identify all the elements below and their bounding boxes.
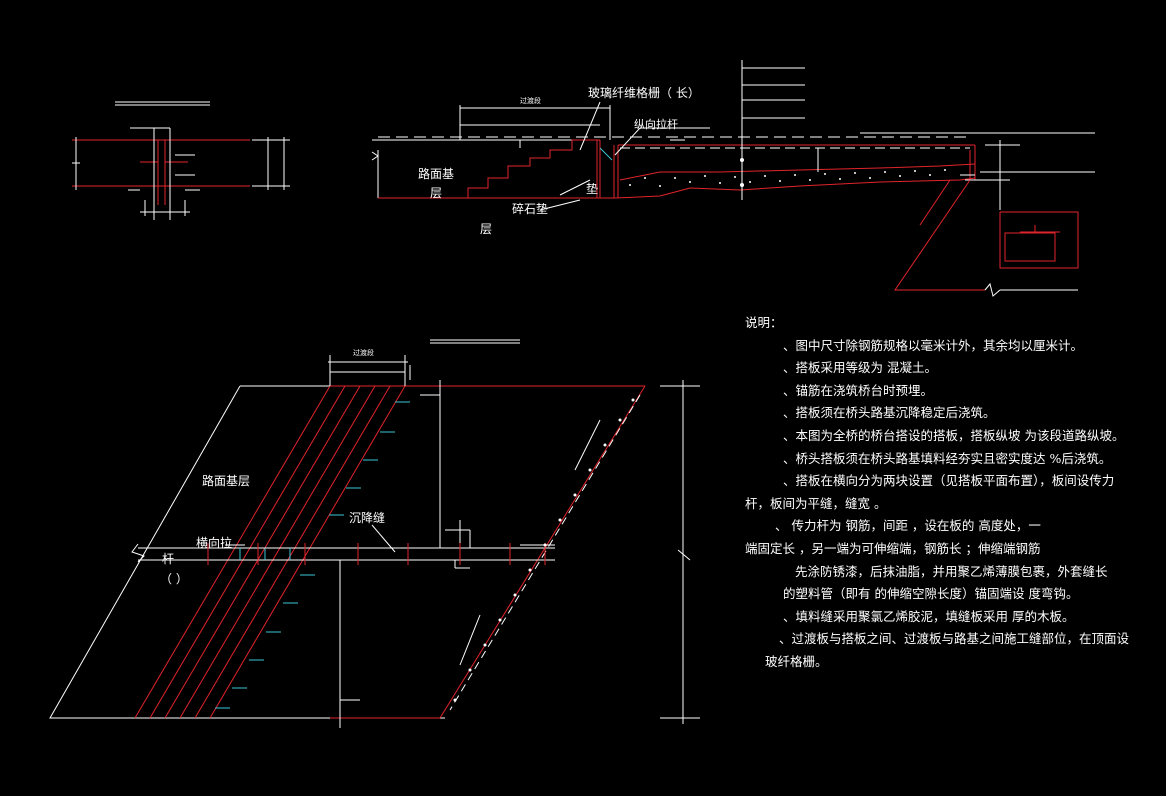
road-base-label-2: 层	[430, 186, 443, 200]
note-line-15: 玻纤格栅。	[765, 653, 828, 669]
transition-section-label: 过渡段	[520, 97, 541, 105]
note-line-10: 端固定长 ，另一端为可伸缩端，钢筋长 ；伸缩端钢筋	[745, 540, 1041, 556]
notes-title: 说明：	[745, 315, 783, 330]
notes-block: 说明： 、图中尺寸除钢筋规格以毫米计外，其余均以厘米计。 、搭板采用等级为 混凝…	[745, 312, 1155, 674]
note-line-4: 、搭板须在桥头路基沉降稳定后浇筑。	[783, 405, 996, 421]
note-line-7: 、搭板在横向分为两块设置（见搭板平面布置），板间设传力	[783, 473, 1115, 489]
road-base-label-1: 路面基	[418, 167, 455, 181]
note-line-14: 、过渡板与搭板之间、过渡板与路基之间施工缝部位，在顶面设	[779, 631, 1130, 647]
note-line-5: 、本图为全桥的桥台搭设的搭板，搭板纵坡 为该段道路纵坡。	[783, 427, 1125, 443]
joint-detail-drawing	[72, 101, 290, 220]
dowel-ticks	[215, 147, 613, 709]
pad-label: 垫	[586, 182, 599, 196]
note-line-8: 杆，板间为平缝，缝宽 。	[745, 495, 887, 511]
note-line-12: 的塑料管（即有 的伸缩空隙长度）锚固端设 度弯钩。	[783, 586, 1079, 602]
road-base-plan-label: 路面基层	[202, 474, 251, 488]
note-line-6: 、桥头搭板须在桥头路基填料经夯实且密实度达 %后浇筑。	[783, 450, 1112, 466]
note-line-11: 先涂防锈漆，后抹油脂，并用聚乙烯薄膜包裹，外套缝长	[795, 563, 1108, 579]
geogrid-label: 玻璃纤维格栅（ 长）	[588, 86, 700, 100]
gravel-label-1: 碎石垫	[512, 202, 549, 216]
approach-slab-plan-drawing	[49, 339, 700, 728]
approach-slab-section-drawing	[371, 60, 1095, 297]
longitudinal-rod-label: 纵向拉杆	[634, 118, 678, 131]
settlement-joint-label: 沉降缝	[349, 511, 386, 525]
transverse-rod-label-3: （ ）	[160, 572, 188, 586]
transverse-rod-label-2: 杆	[162, 552, 175, 566]
gravel-fill	[453, 158, 946, 702]
note-line-13: 、填料缝采用聚氯乙烯胶泥，填缝板采用 厚的木板。	[783, 608, 1075, 624]
gravel-label-2: 层	[480, 222, 493, 236]
note-line-3: 、锚筋在浇筑桥台时预埋。	[783, 382, 934, 398]
note-line-2: 、搭板采用等级为 混凝土。	[783, 360, 937, 376]
rebar-ticks	[207, 543, 546, 565]
transverse-rod-label-1: 横向拉	[196, 536, 233, 550]
transition-plan-label: 过渡段	[353, 349, 374, 357]
note-line-1: 、图中尺寸除钢筋规格以毫米计外，其余均以厘米计。	[783, 337, 1084, 353]
note-line-9: 、 传力杆为 钢筋，间距 ，设在板的 高度处，一	[775, 518, 1041, 534]
